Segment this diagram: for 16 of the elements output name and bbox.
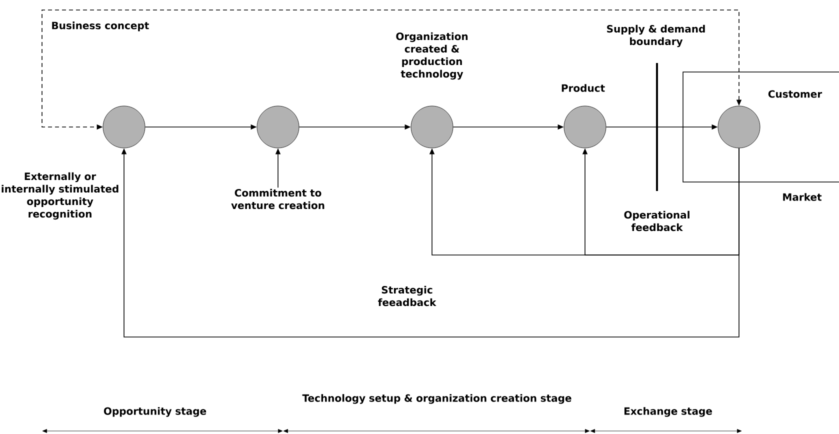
edge-label: Business concept (50, 20, 150, 32)
label: Exchange stage (624, 407, 712, 417)
node-caption: Product (562, 84, 605, 92)
label: Operational feedback (624, 210, 690, 232)
node-caption: Externally or internally stimulated opportunity recognition (2, 172, 118, 220)
node-caption: Organization created & production technology (396, 32, 468, 80)
arrow (121, 148, 740, 338)
label: Opportunity stage (104, 407, 206, 417)
node-caption: Customer (768, 90, 822, 98)
circle-node (256, 106, 300, 148)
label: Strategic feeadback (378, 286, 436, 306)
node-text: Commitment to venture creation (231, 188, 324, 210)
arrow (582, 148, 740, 256)
box-label: Market (783, 193, 822, 201)
label: Supply & demand boundary (607, 24, 705, 48)
label: Technology setup & organization creation stage (302, 394, 572, 404)
